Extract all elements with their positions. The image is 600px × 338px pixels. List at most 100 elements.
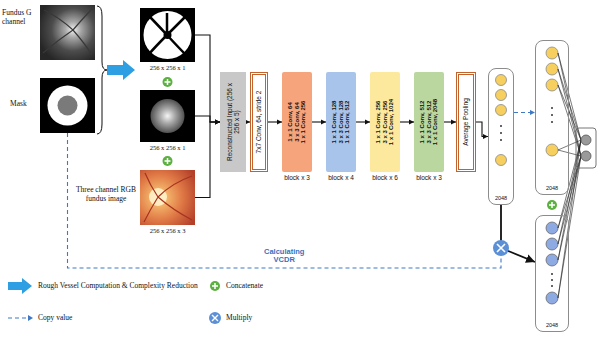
arrow-connector: [195, 122, 220, 198]
feature-column: 2048: [535, 215, 569, 332]
feature-circles-part: [500, 139, 502, 141]
feature-circles-part: [546, 292, 558, 304]
image-size: 256 x 256 x 1: [150, 144, 186, 151]
legend-text: Rough Vessel Computation & Complexity Re…: [38, 281, 198, 290]
dense-connections-part: [558, 140, 581, 260]
multiply-symbol-part: [497, 244, 505, 252]
edge-label: Calculating VCDR: [258, 248, 310, 265]
legend-text: Concatenate: [226, 281, 263, 290]
vessel-image-part: [140, 8, 195, 62]
column-size: 2048: [489, 195, 513, 201]
input-brace-part: [97, 6, 107, 134]
vessel-image: [140, 8, 195, 62]
rotated-text-group: 1 x 1 Conv, 643 x 3 Conv, 641 x 1 Conv, …: [282, 72, 312, 172]
layer-label: 1 x 1 Conv, 2048: [432, 99, 439, 145]
vessel-image-part: [144, 11, 192, 59]
feature-circles-part: [500, 125, 502, 127]
feature-circles-part: [546, 63, 558, 75]
feature-circles-part: [546, 254, 558, 266]
legend-concatenate-sample-part: [212, 283, 218, 289]
rotated-text-group: 1 x 1 Conv, 2563 x 3 Conv, 2561 x 1 Conv…: [370, 72, 400, 172]
arrow-connector: [195, 35, 220, 122]
input-image: Fundus G channel: [40, 5, 95, 60]
mask-image-part: [40, 78, 95, 133]
legend-concatenate-sample-part: [210, 281, 220, 291]
cropped-disc-image-part: [151, 99, 185, 133]
output-layer: [576, 128, 596, 168]
layer-label: 1 x 1 Conv, 256: [375, 101, 382, 144]
concatenate-symbol-part: [165, 158, 171, 164]
concatenate-symbol: [163, 156, 173, 166]
concatenate-symbol: [547, 200, 557, 210]
layer-label: 1 x 1 Conv, 256: [300, 101, 307, 144]
feature-circles-part: [496, 155, 507, 166]
vessel-computation-arrow-part: [107, 60, 135, 80]
layer-label: 3 x 3 Conv, 256: [382, 101, 389, 144]
residual-block: 1 x 1 Conv, 2563 x 3 Conv, 2561 x 1 Conv…: [370, 72, 400, 172]
feature-circles-part: [551, 114, 553, 116]
dense-connections-part: [558, 85, 581, 140]
feature-circles-part: [551, 285, 553, 287]
cropped-disc-image: [140, 90, 195, 142]
legend-multiply-sample-part: [209, 312, 221, 324]
feature-circles-part: [546, 222, 558, 234]
layer-label: 1 x 1 Conv, 1024: [388, 99, 395, 145]
fundus-g-channel-image-part: [40, 5, 95, 60]
concatenate-symbol: [163, 77, 173, 87]
feature-circles-part: [496, 75, 507, 86]
arrow-connector: [195, 116, 220, 122]
rotated-text-group: Reconstructed Input (256 x 256 x 5): [220, 72, 246, 172]
dense-connections-part: [558, 156, 581, 260]
multiply-symbol: [493, 240, 509, 256]
image-title: Mask: [10, 100, 27, 109]
concatenate-symbol-part: [163, 77, 173, 87]
legend-copy-sample: [8, 315, 33, 321]
cropped-disc-image-part: [140, 90, 195, 142]
mask-image-part: [48, 86, 88, 126]
pooling-box: Average Pooling: [456, 72, 476, 172]
input-box: Reconstructed Input (256 x 256 x 5): [220, 72, 246, 172]
residual-block: 1 x 1 Conv, 643 x 3 Conv, 641 x 1 Conv, …: [282, 72, 312, 172]
concatenate-symbol-part: [165, 79, 171, 85]
legend-multiply-sample-part: [212, 315, 218, 321]
rotated-text-group: Average Pooling: [459, 75, 473, 169]
rotated-text-group: 1 x 1 Conv, 1283 x 3 Conv, 1281 x 1 Conv…: [326, 72, 356, 172]
column-size: 2048: [536, 322, 568, 328]
layer-label: 3 x 3 Conv, 64: [294, 102, 301, 142]
feature-circles-part: [500, 132, 502, 134]
legend-multiply-sample: [209, 312, 221, 324]
dashed-connector: [514, 112, 535, 113]
feature-column: 2048: [535, 40, 569, 195]
layer-label: 3 x 3 Conv, 512: [426, 101, 433, 144]
feature-circles-part: [546, 238, 558, 250]
concatenate-symbol-part: [163, 156, 173, 166]
conv-box: 7x7 Conv, 64, stride 2: [250, 72, 268, 172]
rgb-fundus-image-part: [144, 173, 192, 222]
residual-block: 1 x 1 Conv, 5123 x 3 Conv, 5121 x 1 Conv…: [414, 72, 444, 172]
legend-concatenate-sample: [210, 281, 220, 291]
concatenate-symbol-part: [547, 200, 557, 210]
layer-label: 1 x 1 Conv, 128: [331, 101, 338, 144]
layer-label: 3 x 3 Conv, 128: [338, 101, 345, 144]
layer-label: 1 x 1 Conv, 64: [287, 102, 294, 142]
feature-circles: [496, 47, 559, 304]
dense-connections-part: [558, 69, 581, 156]
feature-circles-part: [551, 107, 553, 109]
dense-connections-part: [558, 140, 581, 150]
connector-group: [68, 35, 536, 268]
image-size: 256 x 256 x 1: [150, 64, 186, 71]
legend-copy-sample-part: [8, 317, 28, 318]
layer-label: 1 x 1 Conv, 512: [419, 101, 426, 144]
input-image: 256 x 256 x 1: [140, 8, 195, 62]
image-size: 256 x 256 x 3: [150, 227, 186, 234]
input-brace: [97, 6, 107, 134]
layer-label: 1 x 1 Conv, 512: [344, 101, 351, 144]
vessel-image-part: [164, 31, 172, 39]
arrow-connector: [268, 121, 282, 122]
legend-text: Multiply: [226, 313, 252, 322]
legend-arrow-sample-part: [8, 278, 32, 294]
output-layer-part: [576, 128, 596, 168]
output-layer-part: [581, 135, 591, 145]
output-layer-part: [581, 151, 591, 161]
